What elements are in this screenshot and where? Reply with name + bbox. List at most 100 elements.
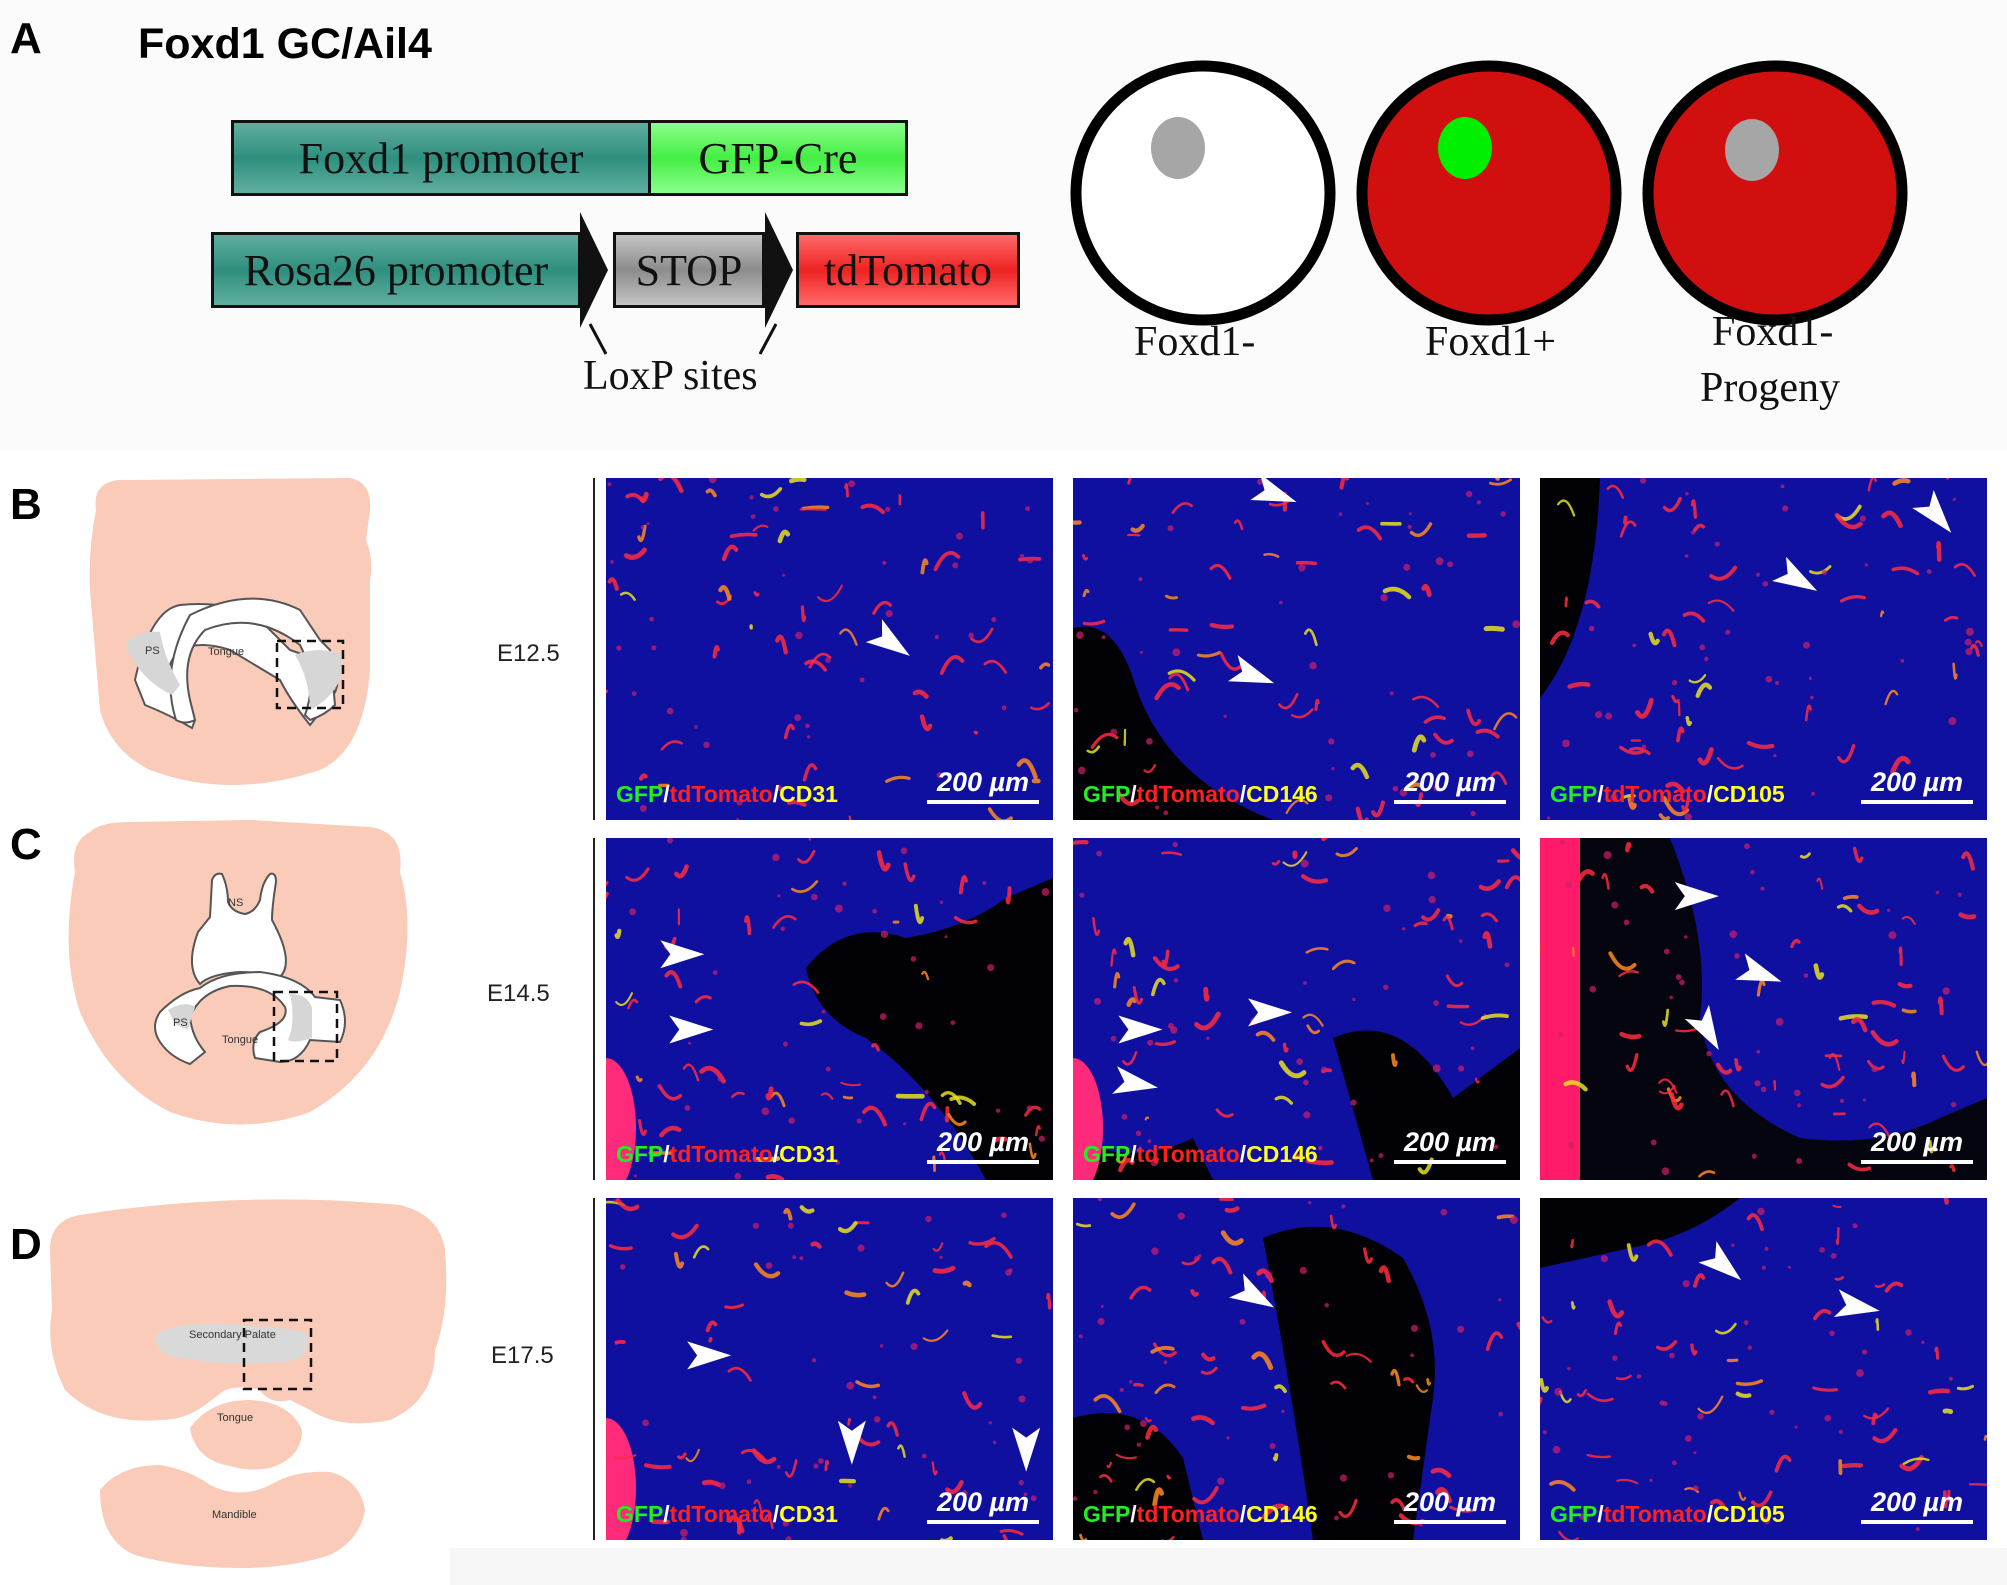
nucleus-speck xyxy=(1915,1527,1920,1531)
nucleus-speck xyxy=(1862,1098,1867,1102)
vessel-strand xyxy=(931,1461,938,1476)
vessel-strand xyxy=(1135,1478,1156,1492)
nucleus-speck xyxy=(703,741,710,748)
vessel-strand xyxy=(1709,565,1738,581)
nucleus-speck xyxy=(1704,656,1709,662)
vessel-strand xyxy=(1735,1379,1764,1386)
nucleus-speck xyxy=(1139,1420,1147,1427)
nucleus-speck xyxy=(1567,1366,1571,1371)
vessel-strand xyxy=(1557,499,1576,517)
vessel-strand xyxy=(1152,1487,1165,1507)
nucleus-speck xyxy=(1729,930,1737,939)
vessel-strand xyxy=(1671,694,1680,704)
nucleus-speck xyxy=(1747,1345,1752,1350)
nucleus-speck xyxy=(1170,1026,1178,1034)
vessel-strand xyxy=(1943,615,1959,622)
nucleus-speck xyxy=(1663,948,1670,955)
vessel-strand xyxy=(1820,1075,1845,1089)
vessel-strand xyxy=(1840,1463,1864,1469)
nucleus-speck xyxy=(952,562,959,569)
nucleus-speck xyxy=(821,1009,826,1014)
nucleus-speck xyxy=(1328,738,1335,745)
vessel-strand xyxy=(1272,1453,1279,1462)
nucleus-speck xyxy=(610,560,614,564)
vessel-strand xyxy=(1478,879,1501,891)
vessel-strand xyxy=(1549,630,1570,645)
vessel-strand xyxy=(824,1459,830,1472)
vessel-strand xyxy=(1658,1084,1676,1095)
vessel-strand xyxy=(1382,586,1412,600)
nucleus-speck xyxy=(1542,1430,1547,1435)
vessel-strand xyxy=(949,1095,977,1106)
scale-bar-line xyxy=(1861,800,1973,804)
vessel-strand xyxy=(799,1019,823,1027)
stain-gfp: GFP xyxy=(616,781,664,807)
nucleus-speck xyxy=(1303,1111,1311,1119)
nucleus-speck xyxy=(1810,695,1814,700)
vessel-strand xyxy=(694,995,712,1004)
nucleus-speck xyxy=(944,935,948,939)
vessel-strand xyxy=(1890,755,1911,775)
vessel-strand xyxy=(1942,1490,1948,1509)
vessel-strand xyxy=(1983,1434,1987,1441)
nucleus-speck xyxy=(1948,1376,1953,1381)
nucleus-speck xyxy=(992,1440,997,1445)
vessel-strand xyxy=(708,1336,713,1343)
diagram-b-head-section xyxy=(89,478,372,785)
vessel-strand xyxy=(792,980,820,994)
nucleus-speck xyxy=(834,904,843,913)
scale-bar-label: 200 µm xyxy=(936,1487,1030,1517)
nucleus-speck xyxy=(639,804,647,812)
vessel-strand xyxy=(1879,610,1885,618)
nucleus-speck xyxy=(633,1174,637,1178)
stain-label: GFP/tdTomato/CD31 xyxy=(616,781,838,808)
vessel-strand xyxy=(1504,875,1520,890)
vessel-strand xyxy=(905,1288,921,1305)
nucleus-speck xyxy=(1682,1280,1690,1288)
vessel-strand xyxy=(1474,1077,1480,1084)
vessel-strand xyxy=(1606,484,1625,499)
vessel-strand xyxy=(1475,728,1500,739)
nucleus-speck xyxy=(835,1160,840,1165)
vessel-strand xyxy=(1271,859,1281,866)
vessel-strand xyxy=(1150,1345,1175,1354)
nucleus-speck xyxy=(818,1458,824,1464)
nucleus-speck xyxy=(1632,643,1637,648)
vessel-strand xyxy=(659,1125,682,1138)
vessel-strand xyxy=(1167,669,1196,682)
scale-bar-label: 200 µm xyxy=(1870,1487,1964,1517)
vessel-strand xyxy=(1118,1157,1135,1173)
nucleus-speck xyxy=(1427,871,1436,880)
vessel-strand xyxy=(962,1391,983,1410)
vessel-strand xyxy=(839,628,858,646)
nucleus-speck xyxy=(1697,1413,1704,1420)
vessel-strand xyxy=(1946,1489,1951,1502)
nucleus-speck xyxy=(788,1117,795,1124)
nucleus-speck xyxy=(1150,1158,1159,1167)
nucleus-speck xyxy=(934,634,939,640)
vessel-strand xyxy=(1220,1230,1244,1246)
vessel-strand xyxy=(1936,541,1942,562)
vessel-strand xyxy=(1738,1491,1747,1501)
arrowhead-icon xyxy=(1912,490,1952,533)
nucleus-speck xyxy=(1433,1000,1439,1006)
panel-a-letter: A xyxy=(10,14,42,63)
vessel-strand xyxy=(939,655,965,675)
vessel-strand xyxy=(847,1417,852,1426)
vessel-strand xyxy=(1485,1331,1504,1352)
vessel-strand xyxy=(1698,1170,1716,1178)
stain-label: GFP/tdTomato/CD31 xyxy=(616,1501,838,1528)
tdtomato-box: tdTomato xyxy=(796,232,1020,308)
vessel-strand xyxy=(1241,1403,1267,1411)
nucleus-speck xyxy=(1743,1320,1749,1326)
nucleus-speck xyxy=(1610,793,1618,802)
vessel-strand xyxy=(1836,904,1853,913)
vessel-strand xyxy=(1194,1011,1221,1031)
nucleus-speck xyxy=(1744,843,1750,850)
nucleus-speck xyxy=(1380,594,1388,602)
vessel-strand xyxy=(1949,1164,1956,1173)
nucleus-speck xyxy=(825,657,831,663)
stain-separator: / xyxy=(772,781,780,807)
